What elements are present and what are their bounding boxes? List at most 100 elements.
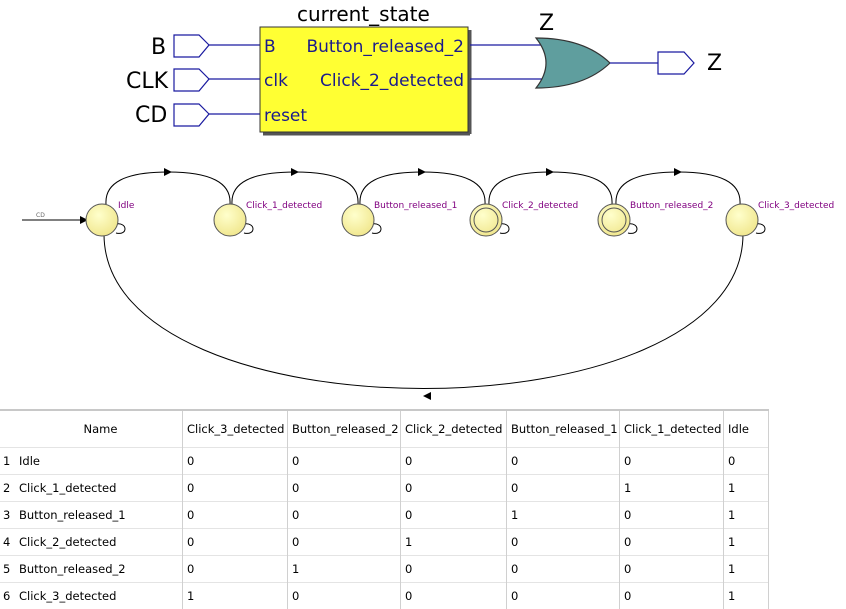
table-cell: 1 <box>724 502 769 529</box>
port-label-reset: reset <box>264 106 307 126</box>
input-pin-cd-shape <box>174 104 209 126</box>
table-cell: 0 <box>288 529 401 556</box>
table-row[interactable]: 5 Button_released_2 0 1 0 0 0 1 <box>0 556 769 583</box>
table-cell: 0 <box>507 448 620 475</box>
state-button-released-2-label: Button_released_2 <box>630 201 713 211</box>
state-click-1-detected-circle <box>214 204 246 236</box>
table-cell: 1 <box>724 556 769 583</box>
transition-idle-to-click1 <box>106 172 230 204</box>
state-diagram: CD Idle Click_1_detected <box>22 168 834 400</box>
column-header[interactable]: Click_3_detected <box>183 410 288 448</box>
state-button-released-2-outer <box>598 204 630 236</box>
table-cell: 0 <box>401 448 507 475</box>
table-row[interactable]: 6 Click_3_detected 1 0 0 0 0 1 <box>0 583 769 609</box>
row-number: 2 <box>0 475 15 502</box>
row-number: 4 <box>0 529 15 556</box>
table-cell: 0 <box>507 556 620 583</box>
state-encoding-table: Name Click_3_detected Button_released_2 … <box>0 409 769 609</box>
schematic-and-state-diagram: current_state B CLK CD B clk reset Butto… <box>0 0 846 400</box>
transition-arrowhead <box>423 392 431 400</box>
table-cell: 0 <box>724 448 769 475</box>
table-header-row: Name Click_3_detected Button_released_2 … <box>0 410 769 448</box>
state-click-2-detected-label: Click_2_detected <box>502 201 578 211</box>
table-row[interactable]: 3 Button_released_1 0 0 0 1 0 1 <box>0 502 769 529</box>
table-cell: 0 <box>401 556 507 583</box>
port-label-b: B <box>264 37 276 57</box>
state-button-released-1-circle <box>342 204 374 236</box>
state-encoding-table-container: Name Click_3_detected Button_released_2 … <box>0 409 770 609</box>
table-cell: 0 <box>620 556 724 583</box>
transition-released2-to-click3 <box>616 172 740 204</box>
column-header[interactable]: Button_released_2 <box>288 410 401 448</box>
input-pin-clk: CLK <box>126 69 260 94</box>
table-cell: 0 <box>288 475 401 502</box>
table-row[interactable]: 4 Click_2_detected 0 0 1 0 0 1 <box>0 529 769 556</box>
table-cell: 0 <box>507 583 620 609</box>
table-cell: 1 <box>288 556 401 583</box>
transition-arrowhead <box>164 168 172 176</box>
table-cell: 0 <box>401 475 507 502</box>
table-row[interactable]: 2 Click_1_detected 0 0 0 0 1 1 <box>0 475 769 502</box>
state-click-1-detected: Click_1_detected <box>214 201 322 236</box>
transition-click1-to-released1 <box>232 172 358 204</box>
table-cell: 0 <box>620 502 724 529</box>
state-name-cell: Button_released_2 <box>15 556 183 583</box>
row-number-header <box>0 410 15 448</box>
table-cell: 1 <box>183 583 288 609</box>
state-name-cell: Button_released_1 <box>15 502 183 529</box>
state-click-3-detected-circle <box>726 204 758 236</box>
table-cell: 1 <box>620 475 724 502</box>
column-header[interactable]: Button_released_1 <box>507 410 620 448</box>
or-gate <box>536 38 610 88</box>
column-header[interactable]: Click_1_detected <box>620 410 724 448</box>
input-pin-b: B <box>151 35 260 60</box>
input-pin-cd-label: CD <box>135 103 167 128</box>
table-cell: 0 <box>183 502 288 529</box>
transition-arrowhead <box>291 168 299 176</box>
table-cell: 0 <box>183 556 288 583</box>
transition-released1-to-click2 <box>360 172 485 204</box>
table-cell: 0 <box>183 448 288 475</box>
table-cell: 0 <box>620 583 724 609</box>
table-cell: 0 <box>183 475 288 502</box>
gate-label: Z <box>539 11 554 36</box>
port-label-button-released-2: Button_released_2 <box>306 37 464 57</box>
transition-arrowhead <box>418 168 426 176</box>
output-pin-z-shape <box>658 52 694 74</box>
state-click-1-detected-label: Click_1_detected <box>246 201 322 211</box>
state-button-released-1-label: Button_released_1 <box>374 201 457 211</box>
state-click-3-detected-label: Click_3_detected <box>758 201 834 211</box>
row-number: 5 <box>0 556 15 583</box>
name-column-header[interactable]: Name <box>15 410 183 448</box>
table-cell: 0 <box>401 583 507 609</box>
table-cell: 1 <box>401 529 507 556</box>
port-label-clk: clk <box>264 71 288 91</box>
state-idle-label: Idle <box>118 201 135 211</box>
state-click-2-detected-outer <box>470 204 502 236</box>
table-cell: 1 <box>724 475 769 502</box>
output-pin-z-label: Z <box>707 51 722 76</box>
input-pin-clk-shape <box>174 69 209 91</box>
state-button-released-1: Button_released_1 <box>342 201 457 236</box>
column-header[interactable]: Idle <box>724 410 769 448</box>
state-idle-circle <box>86 204 118 236</box>
row-number: 1 <box>0 448 15 475</box>
transition-click3-to-idle <box>104 234 743 389</box>
table-cell: 1 <box>507 502 620 529</box>
state-idle: Idle <box>86 201 135 236</box>
state-name-cell: Click_1_detected <box>15 475 183 502</box>
port-label-click-2-detected: Click_2_detected <box>320 71 464 91</box>
input-pin-clk-label: CLK <box>126 69 169 94</box>
state-name-cell: Idle <box>15 448 183 475</box>
row-number: 3 <box>0 502 15 529</box>
table-cell: 0 <box>507 529 620 556</box>
input-pin-cd: CD <box>135 103 260 128</box>
transition-arrowhead <box>546 168 554 176</box>
table-row[interactable]: 1 Idle 0 0 0 0 0 0 <box>0 448 769 475</box>
state-button-released-2: Button_released_2 <box>598 201 713 236</box>
table-cell: 0 <box>288 448 401 475</box>
column-header[interactable]: Click_2_detected <box>401 410 507 448</box>
state-name-cell: Click_3_detected <box>15 583 183 609</box>
reset-label: CD <box>36 212 45 219</box>
table-cell: 0 <box>183 529 288 556</box>
